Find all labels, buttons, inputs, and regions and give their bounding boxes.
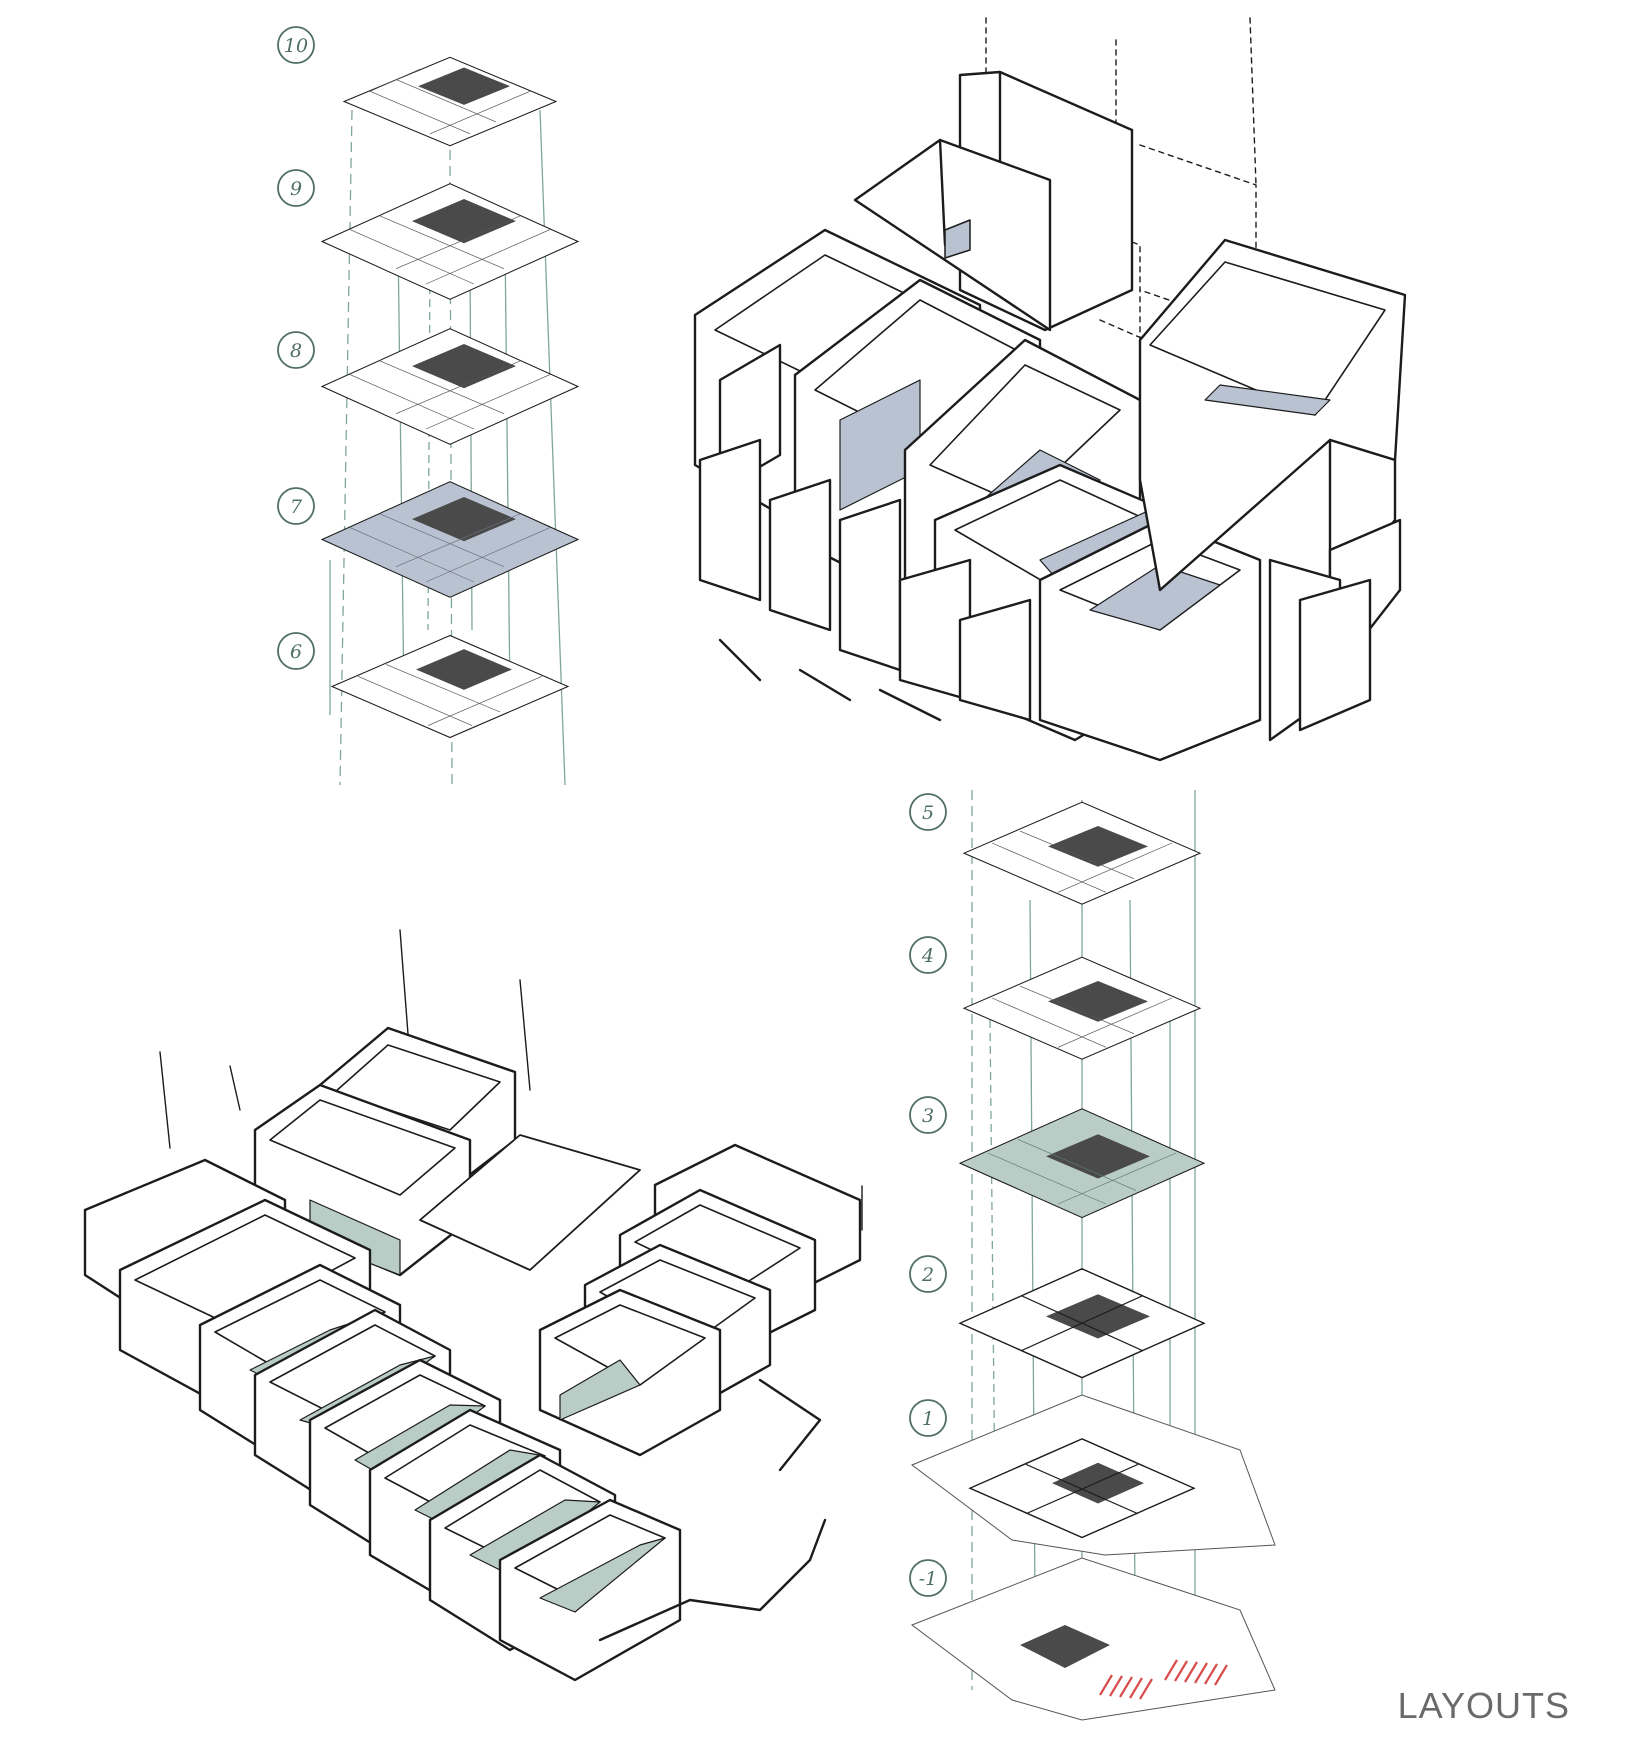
parking-stripes	[1099, 1659, 1228, 1700]
floor-label-minus-1: -1	[909, 1559, 947, 1597]
floor-plan-10	[342, 56, 558, 147]
floor-plan-minus-1	[910, 1557, 1276, 1721]
floor-label-2: 2	[909, 1255, 947, 1293]
floor-plan-7	[320, 481, 580, 598]
floor-label-4: 4	[909, 936, 947, 974]
svg-text:7: 7	[290, 496, 303, 518]
floor-plan-8	[320, 328, 580, 445]
svg-text:9: 9	[290, 178, 302, 200]
page-title: LAYOUTS	[1398, 1685, 1570, 1726]
floor-label-8: 8	[277, 331, 315, 369]
upper-floor-stack: 10 9 8 7 6	[277, 26, 580, 786]
floor-plan-2	[958, 1268, 1206, 1379]
svg-text:4: 4	[921, 945, 934, 967]
svg-text:10: 10	[284, 35, 308, 57]
svg-text:2: 2	[921, 1264, 934, 1286]
low-rise-module-sketch	[83, 929, 863, 1682]
svg-text:8: 8	[290, 340, 302, 362]
floor-plan-1	[910, 1394, 1276, 1556]
floor-label-7: 7	[277, 487, 315, 525]
floor-label-5: 5	[909, 793, 947, 831]
svg-text:-1: -1	[919, 1568, 938, 1590]
svg-text:6: 6	[290, 641, 302, 663]
floor-plan-3	[958, 1108, 1206, 1219]
floor-plan-5	[962, 801, 1202, 905]
floor-label-3: 3	[909, 1096, 947, 1134]
floor-label-9: 9	[277, 169, 315, 207]
svg-text:1: 1	[922, 1408, 934, 1430]
svg-text:5: 5	[922, 802, 934, 824]
lower-stack-guides	[971, 790, 1196, 1690]
floor-label-1: 1	[909, 1399, 947, 1437]
floor-plan-6	[330, 634, 570, 739]
lower-floor-stack: 5 4 3 2 1 -1	[909, 790, 1276, 1721]
floor-label-6: 6	[277, 632, 315, 670]
floor-plan-9	[320, 183, 580, 300]
svg-text:3: 3	[922, 1105, 934, 1127]
tower-module-sketch	[693, 17, 1407, 762]
floor-label-10: 10	[277, 26, 315, 64]
floor-plan-4	[962, 956, 1202, 1060]
